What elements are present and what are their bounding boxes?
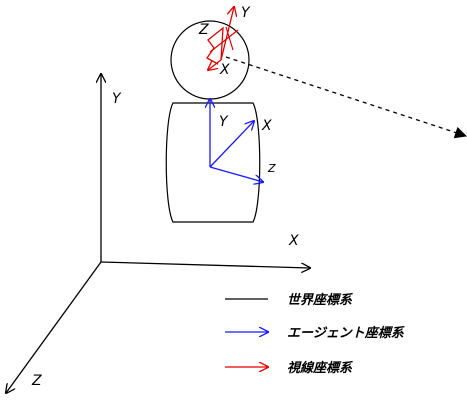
agent-z-label: Z: [267, 162, 276, 175]
legend: 世界座標系 エージェント座標系 視線座標系: [225, 292, 406, 376]
legend-label-agent: エージェント座標系: [287, 325, 406, 341]
world-x-label: X: [288, 233, 299, 249]
gaze-direction-arrow: [225, 56, 467, 139]
agent-y-label: Y: [219, 114, 229, 130]
agent-x-axis: [209, 121, 254, 168]
legend-label-gaze: 視線座標系: [287, 360, 354, 376]
gaze-axes: Y Z X: [198, 5, 251, 78]
world-x-axis: [100, 261, 310, 268]
agent-body: [165, 102, 261, 223]
agent-x-label: X: [261, 118, 272, 134]
gaze-z-label: Z: [198, 22, 209, 38]
agent-axes: Y X Z: [210, 99, 276, 182]
world-axes: Y X Z: [6, 74, 310, 393]
world-z-label: Z: [31, 373, 42, 389]
world-y-label: Y: [112, 91, 122, 107]
world-z-axis: [6, 261, 102, 393]
gaze-x-axis: [208, 59, 222, 70]
legend-label-world: 世界座標系: [287, 292, 354, 308]
gaze-x-label: X: [219, 62, 230, 78]
agent-z-axis: [209, 166, 263, 182]
gaze-diagonal: [209, 29, 239, 53]
gaze-edge: [225, 26, 234, 51]
gaze-y-label: Y: [241, 5, 251, 21]
gaze-z-axis: [206, 26, 224, 65]
